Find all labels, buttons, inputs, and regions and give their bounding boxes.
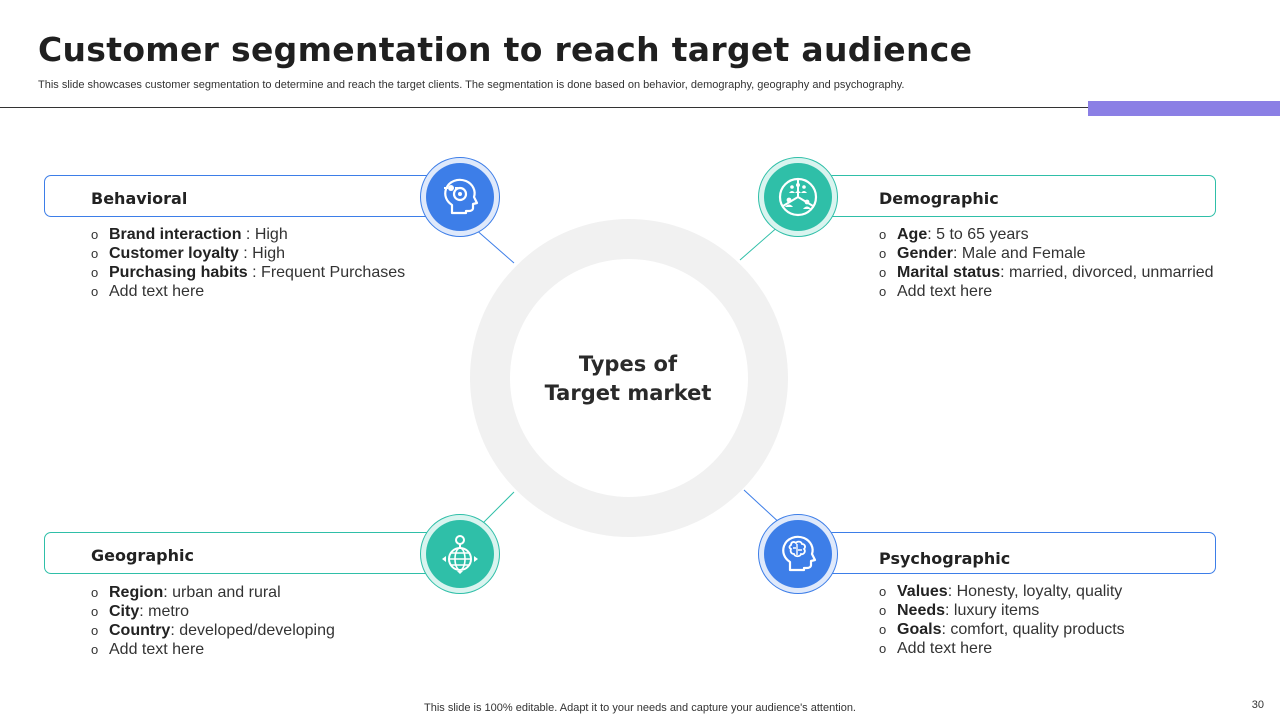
demographic-box — [826, 175, 1216, 217]
geographic-icon-badge — [420, 514, 500, 594]
header-divider — [0, 107, 1090, 108]
psychographic-icon-badge — [758, 514, 838, 594]
demographic-title: Demographic — [879, 189, 999, 208]
slide-subtitle: This slide showcases customer segmentati… — [38, 79, 905, 91]
page-number: 30 — [1251, 699, 1264, 711]
head-brain-icon — [764, 520, 832, 588]
geographic-box — [44, 532, 454, 574]
geographic-title: Geographic — [91, 546, 194, 565]
psychographic-title: Psychographic — [879, 549, 1011, 568]
people-segments-icon — [764, 163, 832, 231]
demographic-icon-badge — [758, 157, 838, 237]
behavioral-box — [44, 175, 454, 217]
center-label: Types of Target market — [510, 350, 746, 408]
behavioral-title: Behavioral — [91, 189, 188, 208]
behavioral-icon-badge — [420, 157, 500, 237]
center-label-line2: Target market — [544, 381, 712, 405]
accent-bar — [1088, 101, 1280, 116]
globe-pin-icon — [426, 520, 494, 588]
psychographic-box — [826, 532, 1216, 574]
slide-title: Customer segmentation to reach target au… — [38, 30, 973, 69]
footer-note: This slide is 100% editable. Adapt it to… — [424, 702, 856, 714]
head-gears-icon — [426, 163, 494, 231]
center-label-line1: Types of — [578, 352, 678, 376]
